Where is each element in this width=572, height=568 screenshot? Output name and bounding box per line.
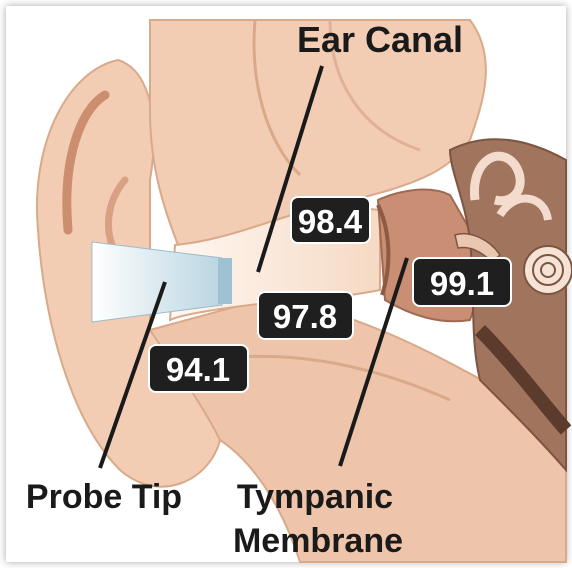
label-tympanic-line1: Tympanic — [237, 478, 393, 516]
label-ear-canal: Ear Canal — [297, 19, 463, 60]
cochlea-outer — [524, 246, 572, 294]
label-probe-tip: Probe Tip — [26, 478, 182, 516]
reading-badge-99-1: 99.1 — [413, 258, 511, 306]
probe-tip-nozzle — [218, 258, 232, 304]
reading-99-1: 99.1 — [430, 265, 494, 302]
reading-97-8: 97.8 — [273, 298, 337, 335]
reading-badge-94-1: 94.1 — [149, 345, 248, 392]
reading-94-1: 94.1 — [166, 351, 230, 388]
reading-98-4: 98.4 — [298, 203, 363, 240]
reading-badge-97-8: 97.8 — [258, 292, 353, 339]
label-tympanic-line2: Membrane — [233, 522, 403, 560]
reading-badge-98-4: 98.4 — [291, 197, 370, 243]
